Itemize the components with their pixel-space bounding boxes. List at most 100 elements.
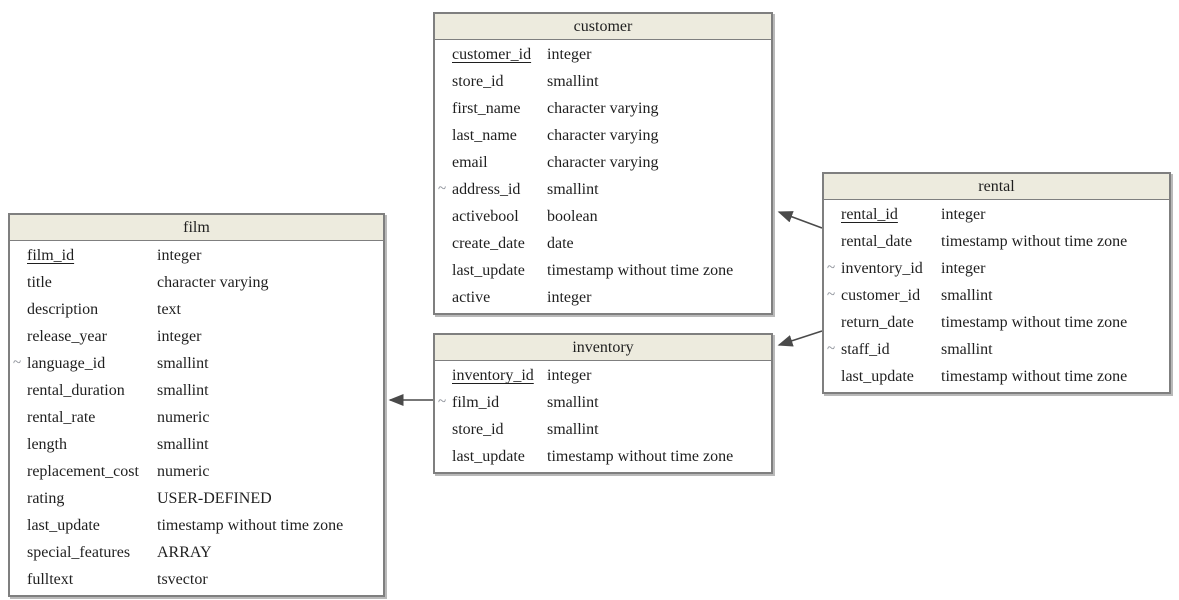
column-type: smallint bbox=[547, 181, 599, 198]
column-name: customer_id bbox=[452, 46, 532, 63]
table-row: ~ staff_id smallint bbox=[824, 336, 1169, 363]
column-name: inventory_id bbox=[452, 367, 534, 384]
table-row: rental_date timestamp without time zone bbox=[824, 228, 1169, 255]
fk-marker-icon bbox=[435, 230, 452, 257]
column-name: description bbox=[27, 301, 99, 318]
column-name: release_year bbox=[27, 328, 107, 345]
column-type: timestamp without time zone bbox=[547, 262, 734, 279]
fk-marker-icon bbox=[435, 122, 452, 149]
column-name: last_update bbox=[27, 517, 100, 534]
table-row: last_update timestamp without time zone bbox=[10, 512, 383, 539]
table-row: inventory_id integer bbox=[435, 362, 771, 389]
column-type: integer bbox=[157, 247, 202, 264]
fk-marker-icon: ~ bbox=[438, 181, 447, 197]
table-row: last_update timestamp without time zone bbox=[435, 443, 771, 470]
column-type: integer bbox=[157, 328, 202, 345]
column-name: store_id bbox=[452, 421, 504, 438]
table-title: film bbox=[10, 215, 383, 241]
column-name: active bbox=[452, 289, 491, 306]
table-row: title character varying bbox=[10, 269, 383, 296]
table-row: email character varying bbox=[435, 149, 771, 176]
table-title: inventory bbox=[435, 335, 771, 361]
column-type: smallint bbox=[941, 287, 993, 304]
fk-marker-icon bbox=[824, 363, 841, 390]
fk-marker-icon bbox=[10, 485, 27, 512]
table-inventory: inventory inventory_id integer ~ film_id… bbox=[433, 333, 773, 474]
fk-marker-icon bbox=[435, 203, 452, 230]
column-type: timestamp without time zone bbox=[157, 517, 344, 534]
column-name: rental_date bbox=[841, 233, 913, 250]
fk-marker-icon bbox=[824, 201, 841, 228]
table-row: rental_id integer bbox=[824, 201, 1169, 228]
column-type: smallint bbox=[547, 394, 599, 411]
column-type: character varying bbox=[157, 274, 269, 291]
fk-marker-icon bbox=[10, 566, 27, 593]
table-row: last_name character varying bbox=[435, 122, 771, 149]
column-name: staff_id bbox=[841, 341, 890, 358]
column-type: boolean bbox=[547, 208, 598, 225]
column-name: return_date bbox=[841, 314, 914, 331]
column-type: date bbox=[547, 235, 574, 252]
fk-marker-icon bbox=[435, 149, 452, 176]
fk-marker-icon: ~ bbox=[827, 260, 836, 276]
table-row: ~ film_id smallint bbox=[435, 389, 771, 416]
column-name: last_update bbox=[841, 368, 914, 385]
column-name: film_id bbox=[27, 247, 75, 264]
fk-marker-icon bbox=[435, 95, 452, 122]
fk-marker-icon bbox=[435, 416, 452, 443]
column-type: smallint bbox=[941, 341, 993, 358]
table-row: ~ address_id smallint bbox=[435, 176, 771, 203]
column-name: create_date bbox=[452, 235, 525, 252]
fk-marker-icon bbox=[435, 68, 452, 95]
table-rental: rental rental_id integer rental_date tim… bbox=[822, 172, 1171, 394]
table-row: film_id integer bbox=[10, 242, 383, 269]
fk-marker-icon bbox=[824, 309, 841, 336]
table-row: length smallint bbox=[10, 431, 383, 458]
column-type: character varying bbox=[547, 100, 659, 117]
fk-marker-icon bbox=[10, 377, 27, 404]
column-type: integer bbox=[941, 260, 986, 277]
table-columns: rental_id integer rental_date timestamp … bbox=[824, 200, 1169, 392]
table-row: store_id smallint bbox=[435, 68, 771, 95]
column-type: USER-DEFINED bbox=[157, 490, 272, 507]
column-name: email bbox=[452, 154, 488, 171]
fk-marker-icon bbox=[435, 443, 452, 470]
table-row: return_date timestamp without time zone bbox=[824, 309, 1169, 336]
table-row: release_year integer bbox=[10, 323, 383, 350]
table-row: rating USER-DEFINED bbox=[10, 485, 383, 512]
table-title: customer bbox=[435, 14, 771, 40]
table-row: last_update timestamp without time zone bbox=[435, 257, 771, 284]
table-columns: customer_id integer store_id smallint fi… bbox=[435, 40, 771, 313]
column-name: length bbox=[27, 436, 67, 453]
table-film: film film_id integer title character var… bbox=[8, 213, 385, 597]
column-name: last_name bbox=[452, 127, 517, 144]
column-name: store_id bbox=[452, 73, 504, 90]
column-type: smallint bbox=[547, 421, 599, 438]
column-type: text bbox=[157, 301, 181, 318]
table-title: rental bbox=[824, 174, 1169, 200]
relation-arrow-rental-customer bbox=[777, 211, 823, 229]
column-name: title bbox=[27, 274, 52, 291]
fk-marker-icon bbox=[10, 404, 27, 431]
table-row: activebool boolean bbox=[435, 203, 771, 230]
table-row: replacement_cost numeric bbox=[10, 458, 383, 485]
table-customer: customer customer_id integer store_id sm… bbox=[433, 12, 773, 315]
table-row: store_id smallint bbox=[435, 416, 771, 443]
fk-marker-icon bbox=[10, 323, 27, 350]
column-type: timestamp without time zone bbox=[941, 314, 1128, 331]
relation-arrow-rental-inventory bbox=[777, 330, 823, 347]
column-type: numeric bbox=[157, 463, 210, 480]
table-row: description text bbox=[10, 296, 383, 323]
column-name: rating bbox=[27, 490, 65, 507]
column-type: timestamp without time zone bbox=[941, 233, 1128, 250]
column-type: ARRAY bbox=[157, 544, 212, 561]
fk-marker-icon bbox=[435, 362, 452, 389]
fk-marker-icon bbox=[435, 41, 452, 68]
column-type: numeric bbox=[157, 409, 210, 426]
column-name: activebool bbox=[452, 208, 519, 225]
column-type: timestamp without time zone bbox=[941, 368, 1128, 385]
table-row: last_update timestamp without time zone bbox=[824, 363, 1169, 390]
column-name: customer_id bbox=[841, 287, 921, 304]
table-row: rental_duration smallint bbox=[10, 377, 383, 404]
